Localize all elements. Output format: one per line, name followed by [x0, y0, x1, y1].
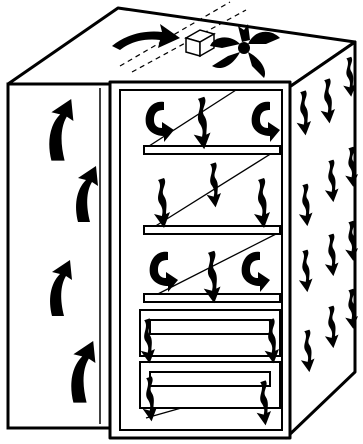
shelf-2 — [144, 226, 280, 234]
crisper-drawer-upper — [140, 310, 280, 356]
crisper-drawer-lower — [140, 362, 280, 408]
cabinet-right-side — [286, 42, 355, 438]
interior — [120, 90, 282, 430]
door — [8, 84, 110, 428]
shelf-1 — [144, 146, 280, 154]
